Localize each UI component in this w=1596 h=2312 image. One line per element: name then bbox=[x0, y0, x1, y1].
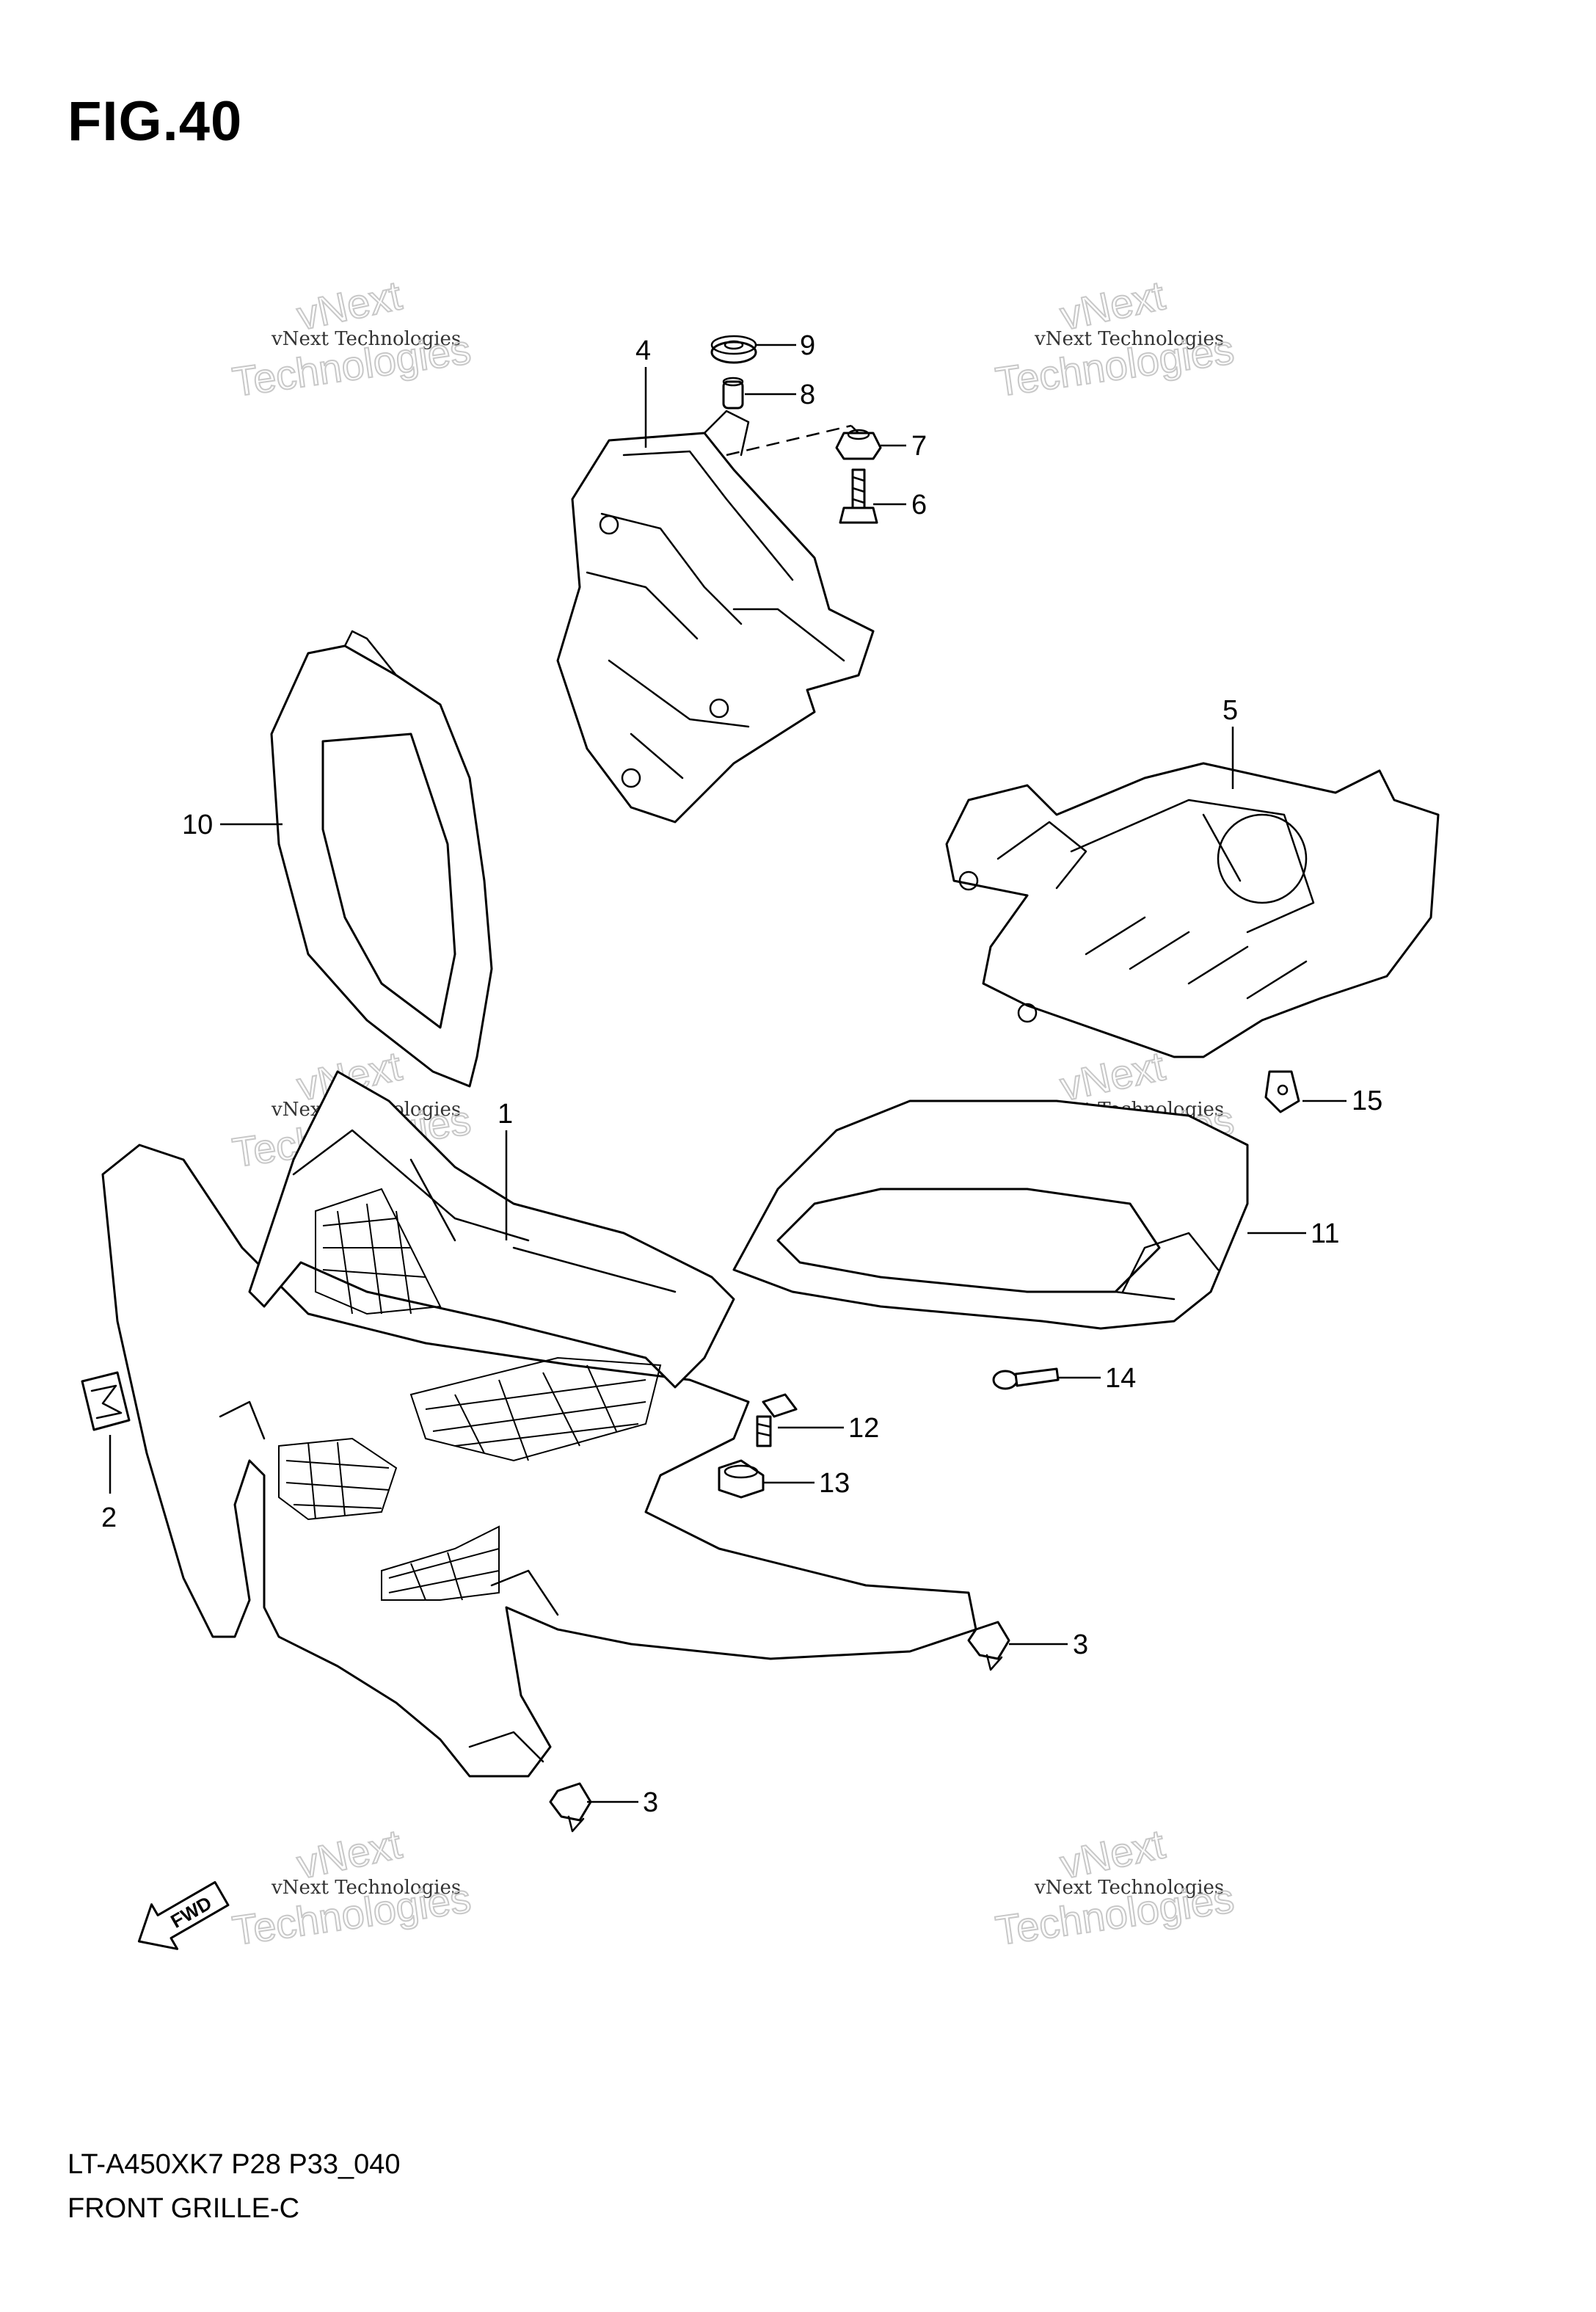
callout-5: 5 bbox=[1222, 695, 1238, 726]
callout-6: 6 bbox=[911, 490, 927, 520]
part-5-headlight-frame bbox=[945, 762, 1440, 1058]
part-4-headlight-housing bbox=[556, 410, 875, 824]
part-8-collar bbox=[722, 377, 744, 410]
part-1-front-grille bbox=[101, 1070, 977, 1778]
leader-lines bbox=[109, 343, 1347, 1803]
callout-9: 9 bbox=[800, 330, 815, 361]
part-13-grommet bbox=[718, 1459, 765, 1499]
part-9-grommet bbox=[710, 335, 757, 364]
watermark-text: vNext Technologies bbox=[1034, 328, 1224, 350]
callout-12: 12 bbox=[848, 1413, 879, 1444]
part-3-clip-upper bbox=[967, 1621, 1010, 1671]
fwd-arrow-icon: FWD bbox=[137, 1880, 230, 1950]
part-2-emblem bbox=[81, 1371, 131, 1431]
callout-3-lower: 3 bbox=[643, 1787, 658, 1818]
callout-2: 2 bbox=[101, 1502, 117, 1533]
part-15-clip bbox=[1264, 1070, 1300, 1113]
callout-1: 1 bbox=[498, 1099, 513, 1130]
callout-10: 10 bbox=[182, 810, 213, 840]
callout-14: 14 bbox=[1105, 1363, 1136, 1394]
callout-15: 15 bbox=[1352, 1086, 1382, 1116]
watermark-text: vNext Technologies bbox=[271, 1877, 461, 1899]
watermark-text: vNext Technologies bbox=[271, 328, 461, 350]
callout-7: 7 bbox=[911, 431, 927, 462]
section-name: FRONT GRILLE-C bbox=[68, 2193, 300, 2224]
part-3-clip-lower bbox=[549, 1782, 592, 1833]
callout-13: 13 bbox=[819, 1468, 850, 1499]
part-14-screw bbox=[992, 1367, 1060, 1390]
part-11-side-cover-right bbox=[732, 1099, 1249, 1330]
model-code: LT-A450XK7 P28 P33_040 bbox=[68, 2149, 401, 2180]
part-7-nut bbox=[835, 429, 882, 460]
callout-8: 8 bbox=[800, 379, 815, 410]
grille-mesh bbox=[278, 1188, 662, 1601]
callout-labels: 9 8 7 6 4 5 10 1 15 11 14 12 13 3 3 2 bbox=[101, 330, 1382, 1818]
callout-4: 4 bbox=[635, 335, 651, 366]
callout-11: 11 bbox=[1311, 1218, 1339, 1249]
part-6-bolt bbox=[839, 468, 878, 524]
part-12-screw bbox=[756, 1393, 798, 1447]
figure-title: FIG.40 bbox=[68, 90, 243, 153]
callout-3-upper: 3 bbox=[1073, 1629, 1088, 1660]
part-10-side-cover-left bbox=[270, 630, 493, 1088]
watermark-text: vNext Technologies bbox=[1034, 1877, 1224, 1899]
